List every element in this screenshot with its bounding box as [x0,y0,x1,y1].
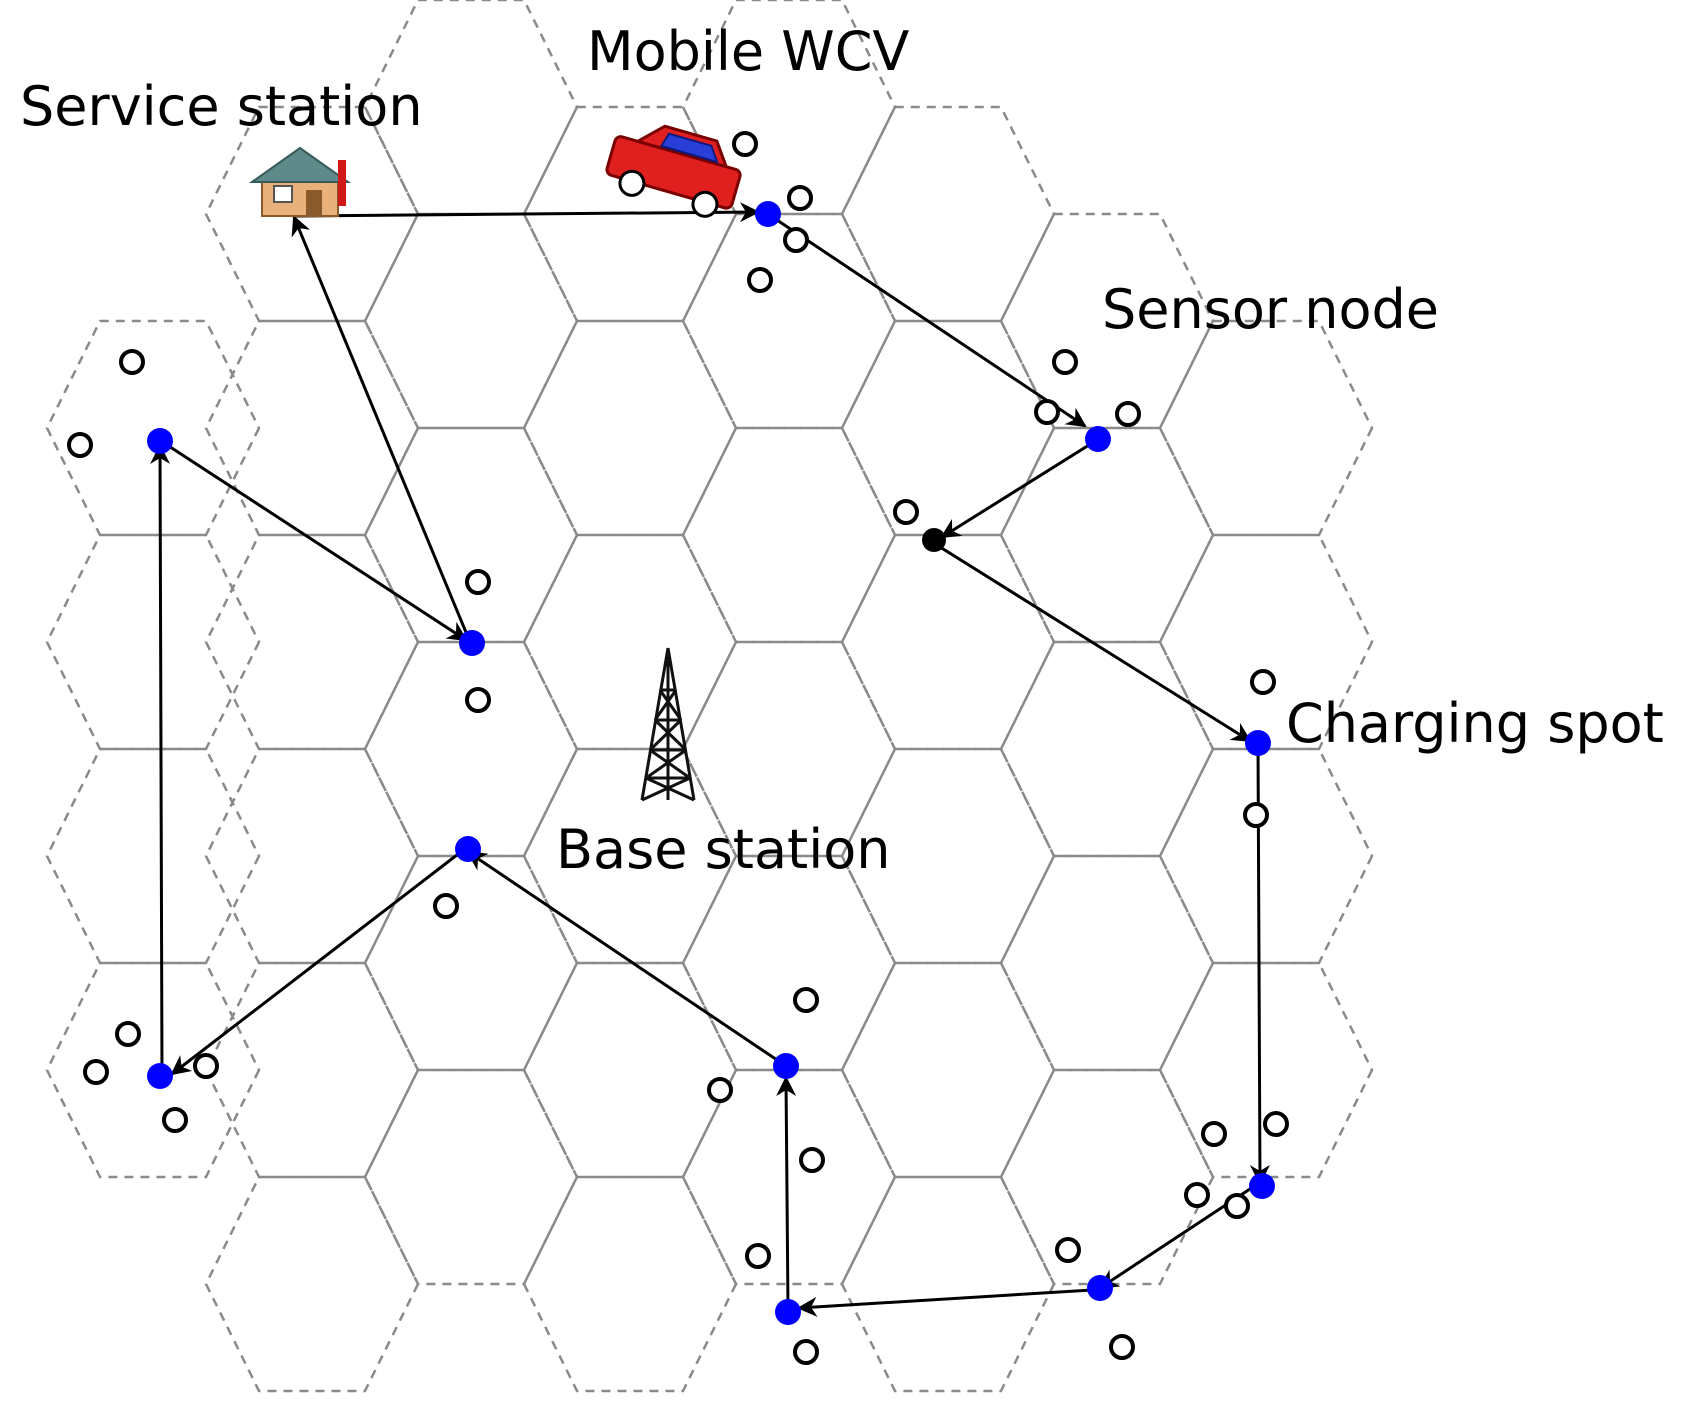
sensor-node [162,1107,188,1133]
sensor-node [119,349,145,375]
sensor-node [465,569,491,595]
hex-cell [1158,319,1374,537]
hex-cell [363,1068,579,1286]
sensor-node [465,687,491,713]
sensor-node [893,499,919,525]
sensor-node [1052,349,1078,375]
hex-cell [522,319,738,537]
service-station-label: Service station [20,75,423,138]
sensor-node [783,227,809,253]
route-arrow [797,1288,1093,1317]
sensor-node-filled [922,528,946,552]
hex-cell [45,319,261,537]
sensor-node [793,1339,819,1365]
sensor-node [1034,399,1060,425]
route-arrow [170,846,467,1076]
sensor-node [1250,669,1276,695]
sensor-node [115,1021,141,1047]
hex-cell [681,854,897,1072]
base-station-label: Base station [556,818,891,881]
route-arrow [466,850,787,1068]
hex-cell [204,747,420,965]
route-arrow [776,1076,797,1311]
sensor-node [1115,401,1141,427]
hex-cell [522,1175,738,1393]
sensor-node [799,1147,825,1173]
hex-cell [363,212,579,430]
charging-spot [1087,1275,1113,1301]
tower-icon [640,647,696,802]
sensor-node [1201,1121,1227,1147]
route-arrow [940,438,1098,539]
sensor-node [747,267,773,293]
hex-cell [363,426,579,644]
sensor-node [1055,1237,1081,1263]
charging-spot [1245,730,1271,756]
sensor-node [1263,1111,1289,1137]
hex-cell [204,961,420,1179]
hex-cell [681,426,897,644]
hex-cell [840,319,1056,537]
route-arrow [291,215,472,643]
route-arrow [767,212,1087,428]
hex-cell [45,961,261,1179]
house-icon [248,146,352,217]
hex-cell [840,1175,1056,1393]
charging-spot [775,1299,801,1325]
sensor-node [193,1053,219,1079]
route-arrow [160,439,468,642]
hex-cell [1158,961,1374,1179]
route-arrow [150,444,171,1077]
sensor-node [1109,1334,1135,1360]
charging-spot [459,630,485,656]
sensor-node [732,131,758,157]
route-arrow [931,540,1252,743]
hex-cell [681,1068,897,1286]
sensor-node [1224,1193,1250,1219]
sensor-node [1243,802,1269,828]
hex-cell [999,854,1215,1072]
hex-cell [204,1175,420,1393]
charging-spot [147,1063,173,1089]
hex-cell [1158,747,1374,965]
hex-cell [204,533,420,751]
sensor-node [433,893,459,919]
hex-cell [522,533,738,751]
hex-cell [363,854,579,1072]
hex-cell [999,426,1215,644]
sensor-node [1184,1182,1210,1208]
vehicle-icon [605,124,742,218]
hex-cell [363,640,579,858]
sensor-node [707,1077,733,1103]
route-arrow [295,202,760,223]
charging-spot [755,201,781,227]
hex-cell [999,640,1215,858]
sensor-nodes [67,131,1289,1365]
charging-spot [773,1053,799,1079]
sensor-node [793,987,819,1013]
hex-cell [1158,533,1374,751]
hex-cell [45,533,261,751]
charging-spots [147,201,1275,1325]
sensor-node [787,185,813,211]
charging-spot-label: Charging spot [1286,692,1664,755]
charging-spot [455,836,481,862]
sensor-node [83,1059,109,1085]
hex-cell [840,961,1056,1179]
sensor-node [745,1243,771,1269]
hex-cell [45,747,261,965]
sensor-node-label: Sensor node [1102,278,1439,341]
charging-spot [1085,426,1111,452]
hex-cell [999,1068,1215,1286]
sensor-node [67,432,93,458]
hex-cell [840,533,1056,751]
mobile-wcv-label: Mobile WCV [587,20,909,83]
wcv-charging-route [150,202,1270,1317]
hex-cell [522,961,738,1179]
hex-cell [840,105,1056,323]
charging-spot [1249,1173,1275,1199]
charging-spot [147,428,173,454]
hex-cell [204,319,420,537]
